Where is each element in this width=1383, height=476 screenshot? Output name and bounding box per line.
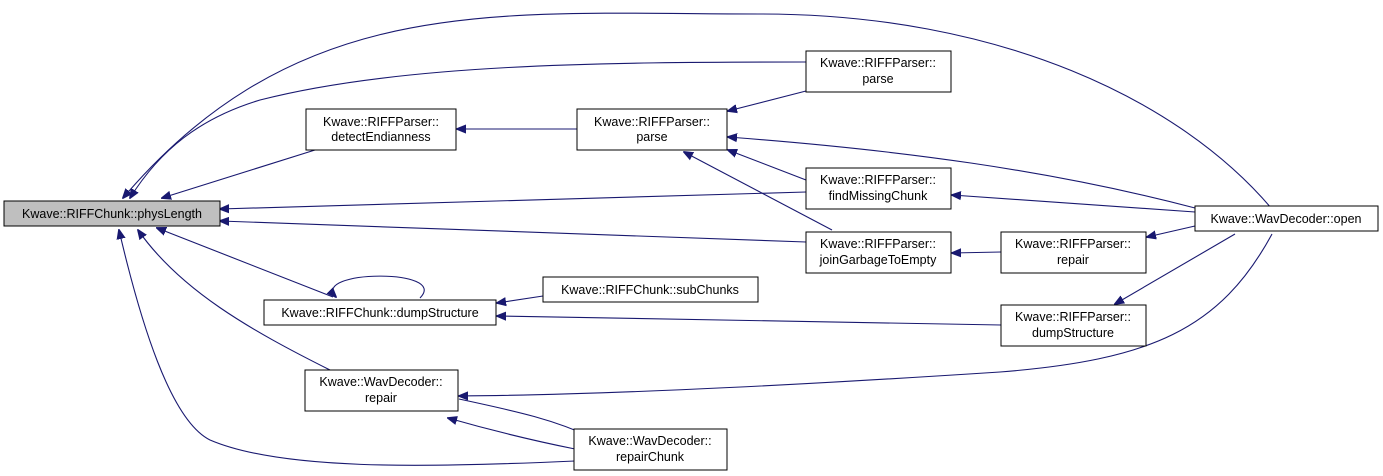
edge-self-rc-dumpStructure bbox=[333, 275, 425, 298]
edge-rc-dumpStructure-to-physLength bbox=[157, 228, 334, 298]
node-label: repair bbox=[365, 391, 397, 405]
edge-wd-repair-to-physLength bbox=[138, 230, 331, 371]
node-label: Kwave::RIFFParser:: bbox=[594, 115, 710, 129]
node-label: parse bbox=[636, 130, 667, 144]
node-repairChunk[interactable]: Kwave::WavDecoder:: repairChunk bbox=[573, 428, 728, 471]
edge-open-to-wd-repair bbox=[459, 233, 1273, 396]
edge-repairChunk-to-physLength bbox=[119, 230, 576, 466]
node-label: repair bbox=[1057, 253, 1089, 267]
node-physLength[interactable]: Kwave::RIFFChunk::physLength bbox=[3, 200, 221, 227]
edge-parse-upper-to-parse-main bbox=[728, 90, 807, 111]
node-label: findMissingChunk bbox=[829, 189, 928, 203]
edge-open-to-physLength bbox=[123, 12, 1273, 210]
edge-parse-upper-to-physLength bbox=[130, 61, 807, 198]
edge-rp-dumpStructure-to-rc-dumpStructure bbox=[497, 316, 1002, 326]
edge-joinGarbageToEmpty-to-parse-main bbox=[684, 152, 833, 231]
node-findMissingChunk[interactable]: Kwave::RIFFParser:: findMissingChunk bbox=[805, 167, 952, 210]
edge-repairChunk-to-wd-repair bbox=[448, 418, 576, 450]
node-label: Kwave::RIFFChunk::physLength bbox=[22, 207, 202, 221]
node-label: joinGarbageToEmpty bbox=[819, 253, 937, 267]
node-label: Kwave::RIFFParser:: bbox=[1015, 310, 1131, 324]
edges bbox=[119, 12, 1273, 466]
edge-rp-repair-to-joinGarbageToEmpty bbox=[952, 252, 1002, 253]
edge-subChunks-to-rc-dumpStructure bbox=[497, 295, 544, 303]
node-joinGarbageToEmpty[interactable]: Kwave::RIFFParser:: joinGarbageToEmpty bbox=[805, 231, 952, 274]
edge-open-to-rp-repair bbox=[1147, 225, 1196, 237]
node-label: Kwave::WavDecoder::open bbox=[1210, 212, 1361, 226]
node-label: Kwave::RIFFParser:: bbox=[820, 237, 936, 251]
edge-wd-repair-to-repairChunk bbox=[458, 398, 593, 438]
node-wd-repair[interactable]: Kwave::WavDecoder:: repair bbox=[304, 369, 459, 412]
edge-findMissingChunk-to-parse-main bbox=[728, 150, 807, 181]
node-label: Kwave::RIFFParser:: bbox=[820, 173, 936, 187]
edge-open-to-rp-dumpStructure bbox=[1115, 233, 1236, 304]
node-label: Kwave::RIFFChunk::dumpStructure bbox=[281, 306, 478, 320]
node-label: Kwave::RIFFParser:: bbox=[323, 115, 439, 129]
node-label: repairChunk bbox=[616, 450, 685, 464]
edge-joinGarbageToEmpty-to-physLength bbox=[220, 221, 807, 243]
node-label: parse bbox=[862, 72, 893, 86]
node-parse-upper[interactable]: Kwave::RIFFParser:: parse bbox=[805, 50, 952, 93]
node-subChunks[interactable]: Kwave::RIFFChunk::subChunks bbox=[542, 276, 759, 303]
node-rp-repair[interactable]: Kwave::RIFFParser:: repair bbox=[1000, 231, 1147, 274]
node-label: Kwave::RIFFParser:: bbox=[1015, 237, 1131, 251]
node-label: detectEndianness bbox=[331, 130, 430, 144]
node-rp-dumpStructure[interactable]: Kwave::RIFFParser:: dumpStructure bbox=[1000, 304, 1147, 347]
node-parse-main[interactable]: Kwave::RIFFParser:: parse bbox=[576, 108, 728, 151]
edge-detectEndianness-to-physLength bbox=[162, 149, 316, 198]
node-label: Kwave::WavDecoder:: bbox=[319, 375, 442, 389]
node-label: Kwave::RIFFChunk::subChunks bbox=[561, 283, 739, 297]
node-label: dumpStructure bbox=[1032, 326, 1114, 340]
node-detectEndianness[interactable]: Kwave::RIFFParser:: detectEndianness bbox=[305, 108, 457, 151]
edge-open-to-parse-main bbox=[728, 137, 1196, 209]
node-rc-dumpStructure[interactable]: Kwave::RIFFChunk::dumpStructure bbox=[263, 299, 497, 326]
node-open[interactable]: Kwave::WavDecoder::open bbox=[1194, 205, 1379, 232]
node-label: Kwave::RIFFParser:: bbox=[820, 56, 936, 70]
edge-findMissingChunk-to-physLength bbox=[220, 191, 807, 209]
edge-open-to-findMissingChunk bbox=[952, 195, 1196, 213]
node-label: Kwave::WavDecoder:: bbox=[588, 434, 711, 448]
